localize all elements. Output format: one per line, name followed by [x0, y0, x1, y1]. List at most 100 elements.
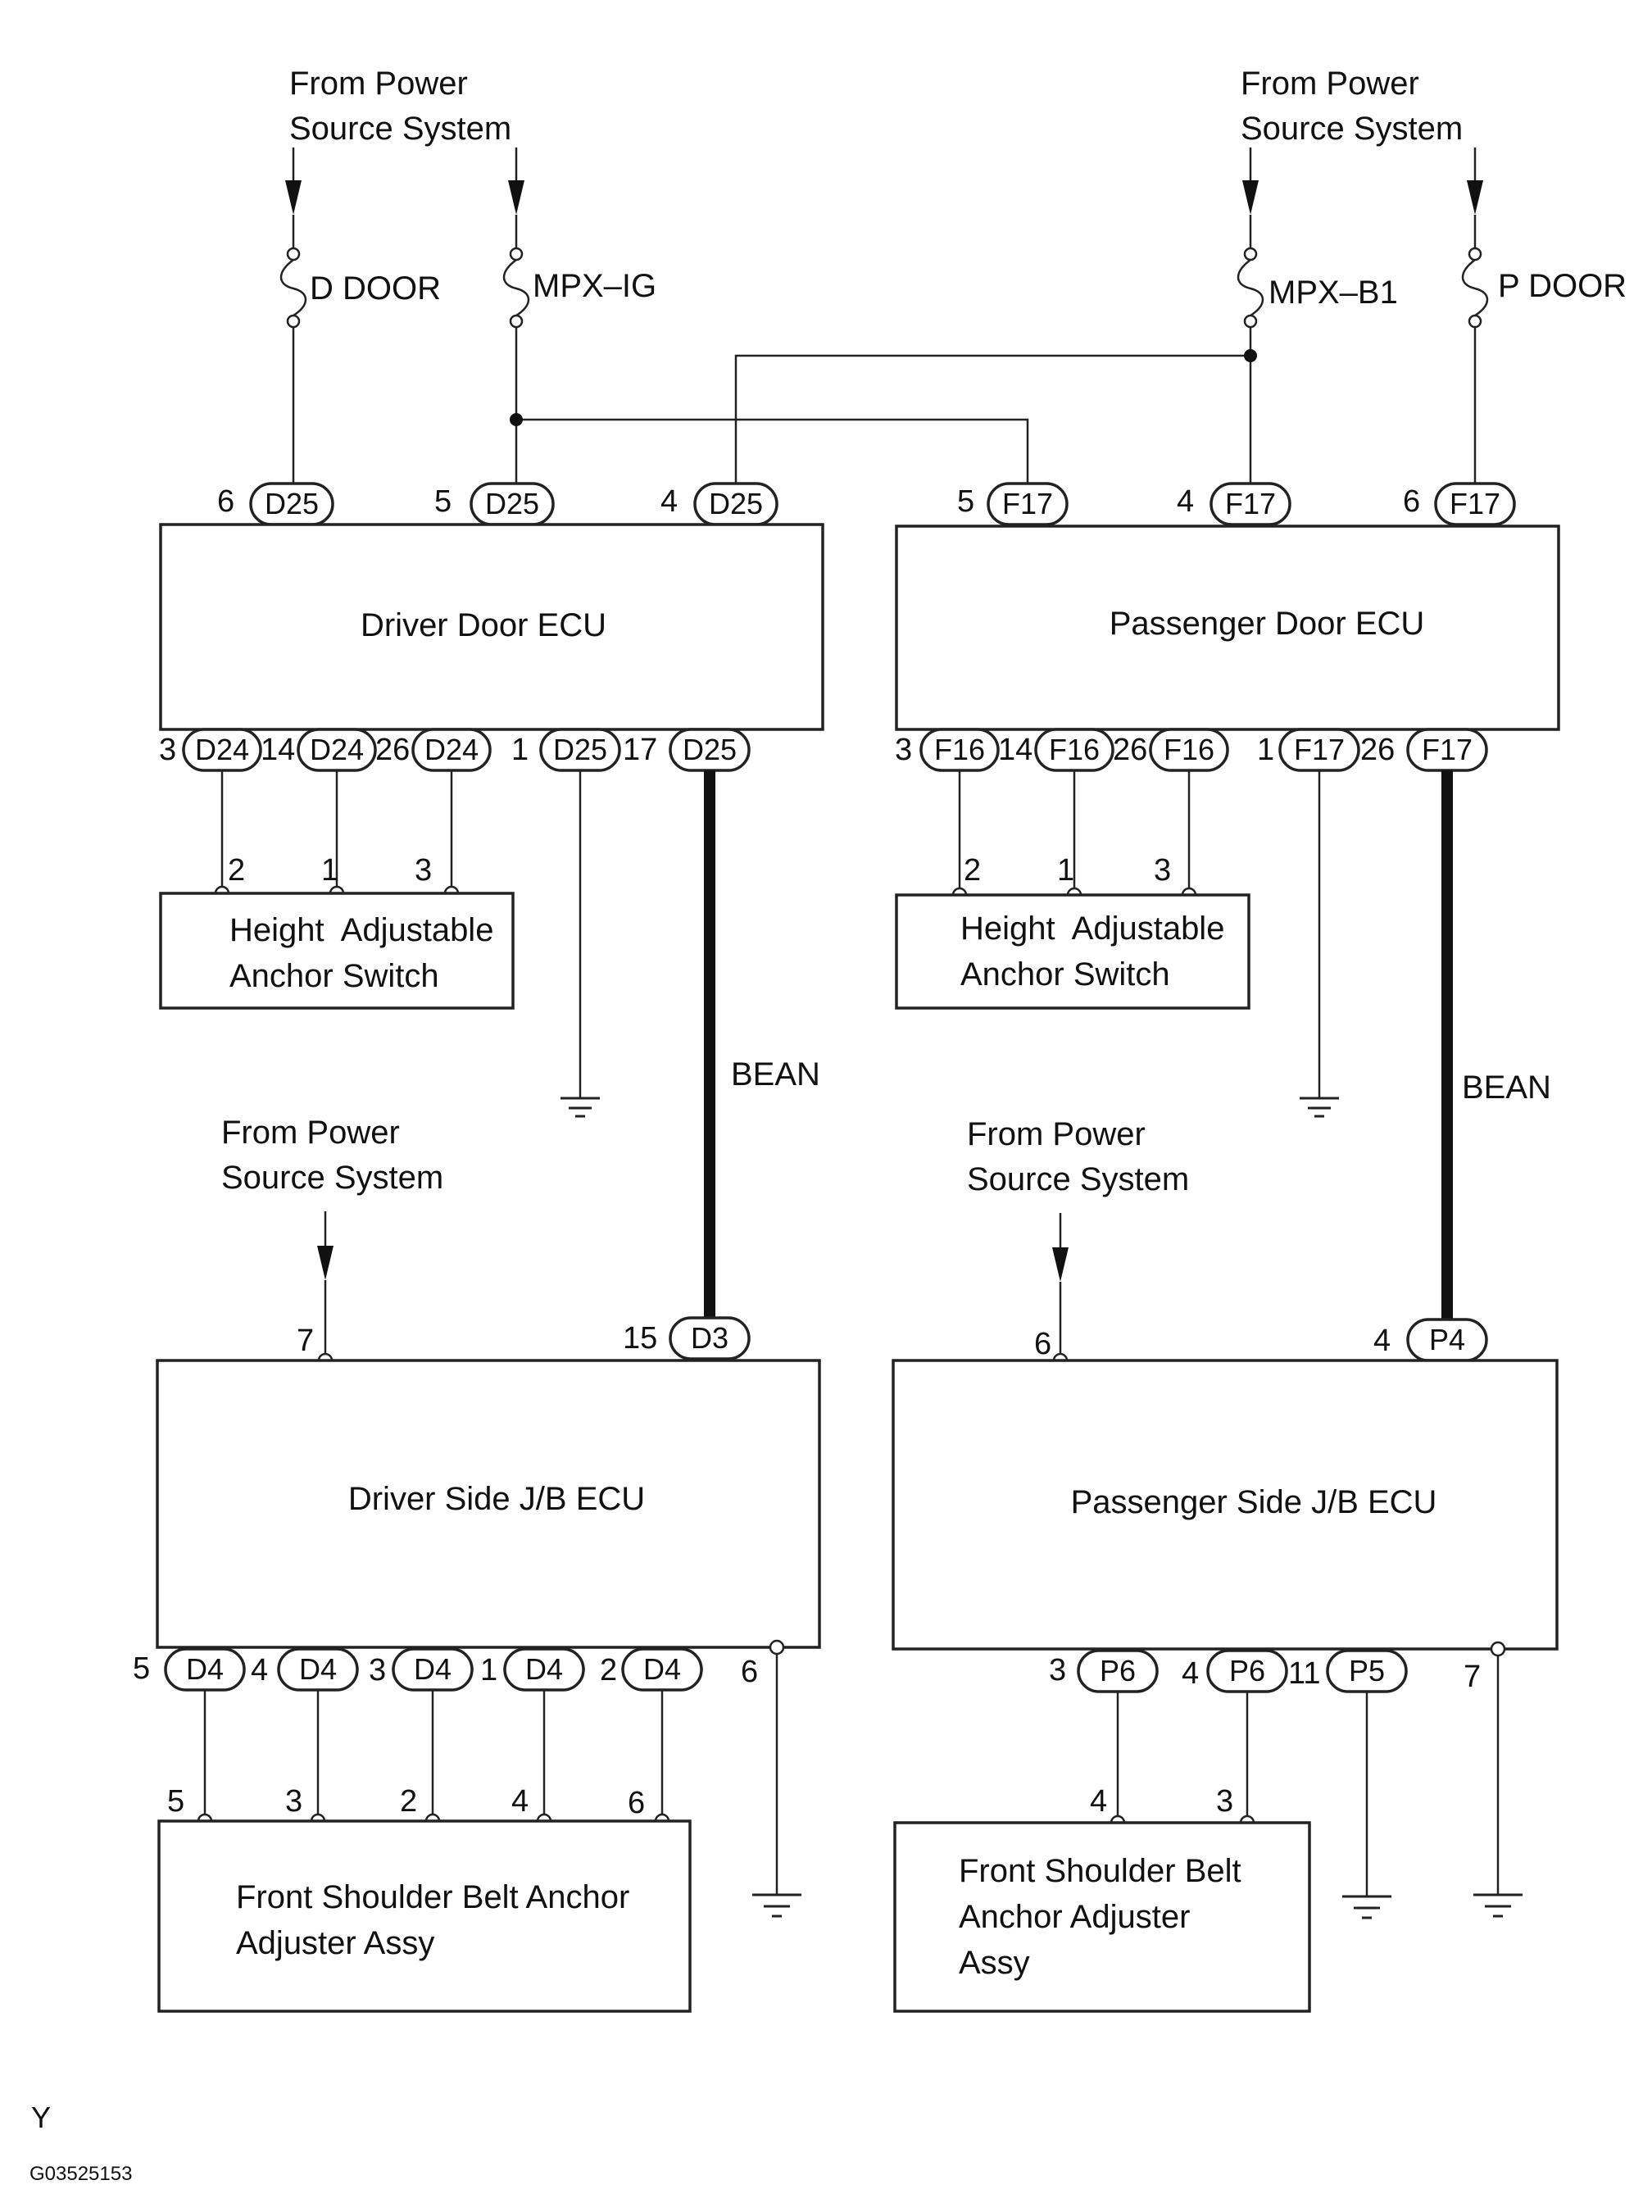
pin-number: 4 — [1090, 1784, 1107, 1819]
pin-number: 7 — [1464, 1660, 1481, 1694]
pin-number: 5 — [167, 1784, 184, 1819]
box-title-line: Adjuster Assy — [236, 1925, 434, 1961]
connector-label: D25 — [553, 733, 607, 766]
ground-passenger-jb-p5 — [1342, 1692, 1391, 1919]
fuse-label: MPX–B1 — [1268, 275, 1398, 311]
pin-number: 4 — [1182, 1656, 1199, 1691]
bean-label: BEAN — [1462, 1070, 1551, 1106]
figure-footer: Y G03525153 — [30, 2101, 132, 2185]
pin-number: 3 — [285, 1784, 302, 1819]
source-label-line: From Power — [967, 1116, 1146, 1152]
bean-bus-right: BEAN — [1441, 770, 1551, 1319]
connectors-driver-door-bottom: 3 D24 14 D24 26 D24 1 D25 17 D25 — [159, 728, 751, 772]
pin-number: 4 — [1177, 484, 1194, 519]
pin-number: 26 — [375, 733, 410, 767]
source-label-mid-left: From Power Source System — [221, 1115, 443, 1196]
figure-code: G03525153 — [30, 2163, 132, 2185]
source-label-line: From Power — [289, 66, 468, 102]
pin-number: 1 — [480, 1653, 497, 1687]
connector-label: D3 — [691, 1321, 728, 1355]
connectors-passenger-jb-bottom: 3 P6 4 P6 11 P5 7 — [1049, 1641, 1506, 1694]
source-label-line: From Power — [1241, 66, 1419, 102]
driver-door-ecu: Driver Door ECU — [159, 523, 824, 731]
pin-number: 6 — [1034, 1327, 1051, 1361]
arrow-head — [1467, 180, 1483, 215]
connector-label: D4 — [299, 1652, 337, 1686]
connectors-top: 6 D25 5 D25 4 D25 5 F17 4 F17 6 F17 — [217, 482, 1516, 526]
height-switch-right: Height Adjustable Anchor Switch — [895, 893, 1250, 1010]
connector-label: D24 — [424, 733, 479, 766]
connector-label: D25 — [683, 733, 737, 766]
connector-label: D24 — [195, 733, 249, 766]
belt-adjuster-right: Front Shoulder Belt Anchor Adjuster Assy — [893, 1821, 1311, 2013]
pin-number: 3 — [415, 853, 432, 888]
source-label-top-right: From Power Source System — [1241, 66, 1463, 147]
fuse-label: P DOOR — [1498, 268, 1627, 304]
pin-number: 6 — [1403, 484, 1420, 519]
pin-number: 26 — [1113, 733, 1147, 767]
pin-number: 4 — [660, 484, 678, 519]
box-title-line: Height Adjustable — [960, 911, 1224, 947]
pin-number: 17 — [623, 733, 657, 767]
source-label-line: Source System — [289, 111, 511, 147]
pin-number: 3 — [369, 1653, 386, 1687]
connectors-passenger-door-bottom: 3 F16 14 F16 26 F16 1 F17 26 F17 — [895, 728, 1488, 772]
belt-adjuster-left: Front Shoulder Belt Anchor Adjuster Assy — [157, 1819, 692, 2013]
connector-label: P5 — [1349, 1654, 1385, 1687]
bean-bus-left: BEAN — [704, 770, 820, 1318]
pin-number: 2 — [964, 853, 981, 888]
pin-number: 15 — [623, 1321, 657, 1356]
wires-right-adjuster: 4 3 — [1090, 1692, 1255, 1831]
connector-label: D4 — [414, 1652, 452, 1686]
wires-left-adjuster: 5 3 2 4 6 — [167, 1690, 670, 1829]
connector-label: D25 — [709, 487, 763, 520]
pin-number: 1 — [321, 853, 338, 888]
arrow-head — [508, 180, 524, 215]
connector-label: F17 — [1225, 487, 1276, 520]
connector-f17 — [987, 482, 1069, 526]
source-label-top-left: From Power Source System — [289, 66, 511, 147]
connector-d3 — [669, 1316, 751, 1360]
ground-driver-door — [560, 770, 600, 1118]
pin-number: 14 — [998, 733, 1032, 767]
height-switch-left: Height Adjustable Anchor Switch — [159, 892, 515, 1010]
pin-number: 14 — [261, 733, 295, 767]
pin-number: 3 — [1049, 1653, 1066, 1687]
source-label-mid-right: From Power Source System — [967, 1116, 1189, 1197]
connector-label: P4 — [1429, 1323, 1465, 1356]
passenger-door-ecu: Passenger Door ECU — [895, 525, 1560, 731]
arrow-head — [285, 180, 302, 215]
connector-label: P6 — [1100, 1654, 1136, 1687]
fuse-label: MPX–IG — [533, 268, 656, 304]
pin-number: 3 — [1154, 853, 1171, 888]
pin-number: 3 — [1216, 1784, 1233, 1819]
connectors-jb-top: 15 D3 4 P4 — [623, 1316, 1488, 1362]
fuse-label: D DOOR — [310, 270, 441, 307]
ground-passenger-door — [1300, 770, 1339, 1118]
fuse-d-door: D DOOR — [279, 215, 441, 484]
connector-label: F16 — [1164, 733, 1214, 766]
wires-right-switch: 2 1 3 — [951, 770, 1197, 903]
pin-number: 2 — [228, 853, 245, 888]
box-title: Passenger Door ECU — [1110, 606, 1425, 642]
pin-number: 6 — [217, 484, 234, 519]
pin-number: 5 — [133, 1651, 150, 1686]
cross-wires — [510, 349, 1257, 484]
pin-number: 5 — [957, 484, 974, 519]
pin-number: 3 — [159, 733, 176, 767]
pin-number: 11 — [1288, 1656, 1320, 1691]
connector-label: F16 — [934, 733, 985, 766]
connector-label: P6 — [1229, 1654, 1265, 1687]
splice-dot — [510, 413, 523, 426]
driver-jb-ecu: Driver Side J/B ECU — [156, 1359, 821, 1649]
ground-driver-jb — [752, 1654, 801, 1918]
connector-label: D4 — [643, 1652, 681, 1686]
source-label-line: From Power — [221, 1115, 400, 1151]
bean-label: BEAN — [731, 1056, 820, 1092]
splice-dot — [1244, 349, 1257, 362]
connector-label: D25 — [265, 487, 319, 520]
connector-label: F17 — [1450, 487, 1500, 520]
pin-number: 1 — [1257, 733, 1274, 767]
connector-label: D24 — [310, 733, 364, 766]
